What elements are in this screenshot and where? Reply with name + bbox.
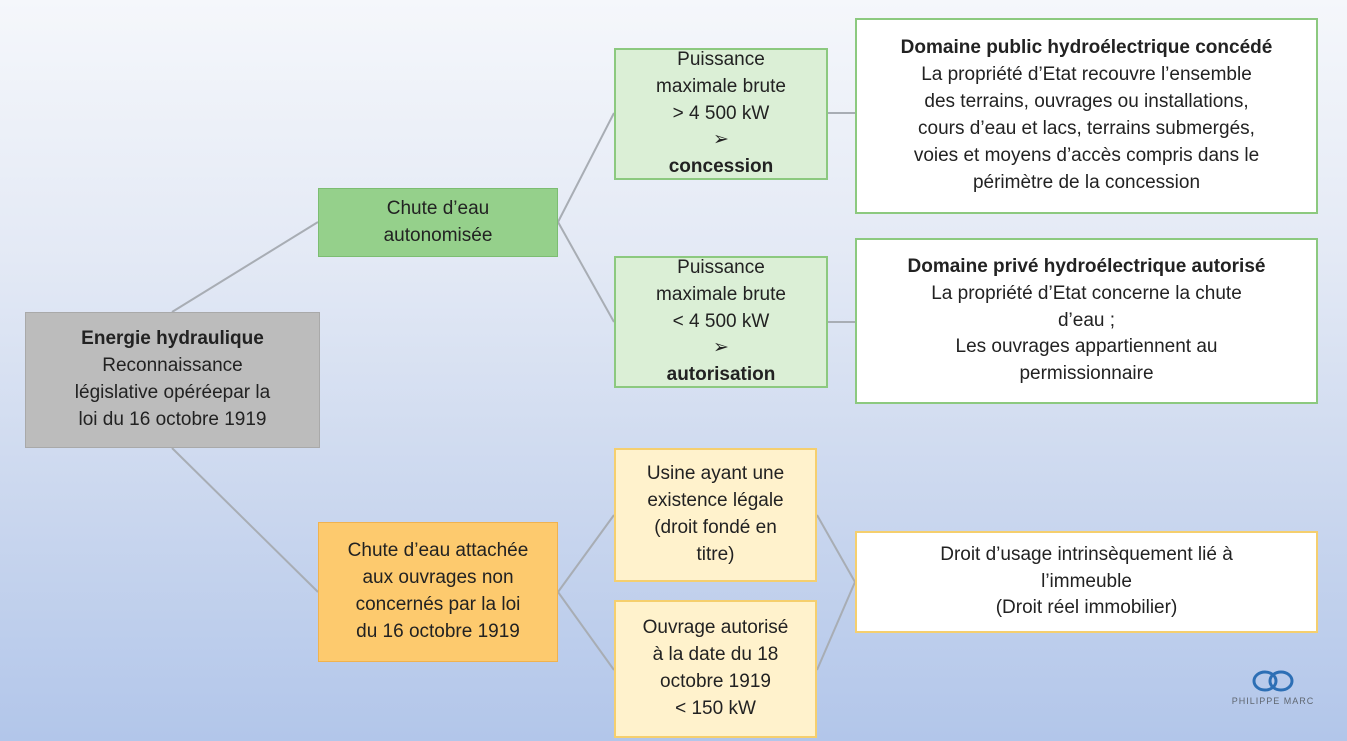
node-usine-existence-legale: Usine ayant une existence légale (droit … — [614, 448, 817, 582]
ouvrage-line-4: < 150 kW — [675, 697, 756, 719]
node-droit-usage: Droit d’usage intrinsèquement lié à l’im… — [855, 531, 1318, 633]
connector-autonome-autorisation — [557, 221, 615, 323]
usine-line-4: titre) — [696, 543, 735, 565]
attachee-line-4: du 16 octobre 1919 — [356, 620, 520, 642]
root-title: Energie hydraulique — [81, 328, 264, 350]
autorisation-line-2: maximale brute — [656, 283, 786, 305]
ouvrage-line-1: Ouvrage autorisé — [642, 617, 789, 639]
node-ouvrage-autorise: Ouvrage autorisé à la date du 18 octobre… — [614, 600, 817, 738]
node-puissance-autorisation: Puissance maximale brute < 4 500 kW ➢ au… — [614, 256, 828, 388]
autorisation-line-1: Puissance — [677, 256, 765, 278]
usine-line-1: Usine ayant une — [646, 463, 785, 485]
autorisation-result-line: ➢ autorisation — [667, 335, 776, 389]
arrow-bullet-icon: ➢ — [713, 129, 729, 151]
infinity-logo-icon — [1252, 670, 1294, 692]
node-domaine-public: Domaine public hydroélectrique concédé L… — [855, 18, 1318, 214]
usine-line-2: existence légale — [647, 490, 784, 512]
root-line-1: Reconnaissance — [102, 355, 243, 377]
concession-result-line: ➢ concession — [669, 127, 774, 181]
connector-usine-droit — [816, 514, 856, 583]
public-domain-line-4: voies et moyens d’accès compris dans le — [913, 144, 1260, 166]
public-domain-line-3: cours d’eau et lacs, terrains submergés, — [918, 118, 1255, 139]
node-chute-autonomisee: Chute d’eau autonomisée — [318, 188, 558, 257]
public-domain-title: Domaine public hydroélectrique concédé — [900, 37, 1273, 59]
droit-line-2: l’immeuble — [1041, 570, 1132, 592]
philippe-marc-logo: PHILIPPE MARC — [1218, 668, 1328, 716]
concession-result: concession — [668, 156, 774, 178]
arrow-bullet-icon: ➢ — [713, 337, 729, 359]
concession-line-1: Puissance — [677, 48, 765, 70]
attachee-line-3: concernés par la loi — [355, 594, 521, 615]
connector-attachee-usine — [557, 514, 615, 593]
connector-autonome-concession — [557, 112, 615, 223]
autonome-line-2: autonomisée — [383, 224, 493, 246]
private-domain-line-2: d’eau ; — [1057, 309, 1116, 331]
ouvrage-line-2: à la date du 18 — [652, 644, 779, 666]
public-domain-line-5: périmètre de la concession — [972, 171, 1201, 193]
root-node-energie-hydraulique: Energie hydraulique Reconnaissance légis… — [25, 312, 320, 448]
private-domain-line-1: La propriété d’Etat concerne la chute — [931, 282, 1242, 304]
concession-line-2: maximale brute — [656, 75, 786, 97]
root-line-3: loi du 16 octobre 1919 — [78, 408, 267, 430]
connector-attachee-ouvrage — [557, 591, 615, 671]
root-line-2: législative opéréepar la — [74, 382, 271, 403]
attachee-line-2: aux ouvrages non — [362, 567, 514, 589]
public-domain-line-1: La propriété d’Etat recouvre l’ensemble — [921, 64, 1252, 86]
public-domain-line-2: des terrains, ouvrages ou installations, — [924, 91, 1249, 113]
private-domain-line-3: Les ouvrages appartiennent au — [955, 336, 1218, 358]
node-puissance-concession: Puissance maximale brute > 4 500 kW ➢ co… — [614, 48, 828, 180]
connector-root-autonome — [171, 221, 319, 313]
private-domain-line-4: permissionnaire — [1019, 363, 1154, 385]
attachee-line-1: Chute d’eau attachée — [347, 540, 529, 562]
connector-root-attachee — [171, 447, 319, 593]
connector-ouvrage-droit — [816, 581, 856, 671]
concession-line-3: > 4 500 kW — [672, 102, 770, 124]
droit-line-1: Droit d’usage intrinsèquement lié à — [940, 543, 1233, 565]
autonome-line-1: Chute d’eau — [386, 197, 490, 219]
droit-line-3: (Droit réel immobilier) — [995, 597, 1178, 619]
usine-line-3: (droit fondé en — [654, 517, 777, 538]
node-chute-attachee: Chute d’eau attachée aux ouvrages non co… — [318, 522, 558, 662]
private-domain-title: Domaine privé hydroélectrique autorisé — [907, 255, 1266, 277]
autorisation-line-3: < 4 500 kW — [672, 310, 770, 332]
autorisation-result: autorisation — [666, 364, 776, 386]
logo-text: PHILIPPE MARC — [1231, 696, 1315, 706]
ouvrage-line-3: octobre 1919 — [660, 671, 771, 692]
node-domaine-prive: Domaine privé hydroélectrique autorisé L… — [855, 238, 1318, 404]
